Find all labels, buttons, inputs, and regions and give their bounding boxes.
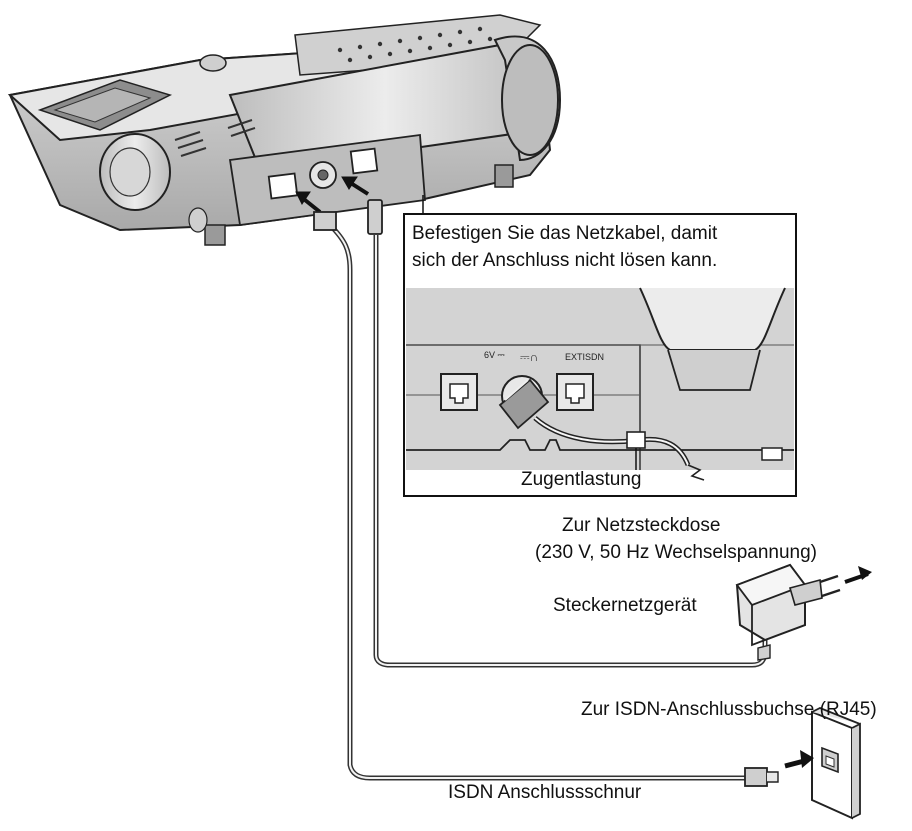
callout-line-1: Befestigen Sie das Netzkabel, damit — [412, 223, 718, 244]
ac-adapter-label: Steckernetzgerät — [553, 595, 697, 616]
ac-adapter — [735, 563, 841, 661]
line-port-label: ⎓∩ — [520, 350, 539, 364]
dc-plug — [367, 199, 383, 235]
plug-in-arrows — [295, 176, 370, 214]
isdn-wall-socket — [811, 707, 861, 820]
callout-instruction: Befestigen Sie das Netzkabel, damit sich… — [412, 220, 802, 274]
isdn-socket-label: Zur ISDN-Anschlussbuchse (RJ45) — [581, 699, 877, 720]
arrow-to-outlet — [844, 566, 872, 584]
isdn-cord-label: ISDN Anschlussschnur — [448, 782, 642, 803]
power-outlet-label: Zur Netzsteckdose — [562, 515, 721, 536]
arrow-to-wall-socket — [784, 750, 814, 769]
callout-line-2: sich der Anschluss nicht lösen kann. — [412, 250, 718, 271]
strain-relief-label: Zugentlastung — [521, 469, 642, 490]
isdn-cable-inner — [329, 224, 745, 779]
base-station — [7, 14, 562, 246]
isdn-plug — [313, 211, 337, 231]
power-spec-label: (230 V, 50 Hz Wechselspannung) — [535, 542, 818, 563]
dc-port-label: 6V ⎓ — [484, 350, 505, 360]
detail-callout — [403, 213, 797, 497]
ext-isdn-port-label: EXTISDN — [565, 352, 605, 362]
isdn-wall-plug — [744, 767, 779, 787]
